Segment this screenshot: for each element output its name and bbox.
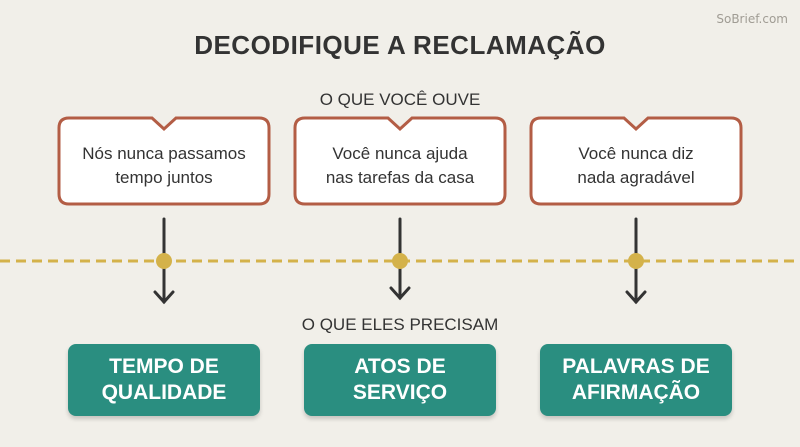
complaint-text-2: Você nunca ajuda nas tarefas da casa <box>325 144 475 187</box>
page-title: DECODIFIQUE A RECLAMAÇÃO <box>194 30 606 60</box>
need-box-2: ATOS DE SERVIÇO <box>304 344 496 416</box>
speech-bubble-2 <box>293 116 507 206</box>
divider-dot-3 <box>628 253 644 269</box>
complaint-text-1: Nós nunca passamos tempo juntos <box>82 144 246 187</box>
speech-bubble-1 <box>57 116 271 206</box>
speech-bubble-3 <box>529 116 743 206</box>
divider-dot-2 <box>392 253 408 269</box>
need-box-1: TEMPO DE QUALIDADE <box>68 344 260 416</box>
label-what-you-hear: O QUE VOCÊ OUVE <box>319 90 481 109</box>
complaint-text-3: Você nunca diz nada agradável <box>577 144 695 187</box>
watermark: SoBrief.com <box>716 12 788 26</box>
divider-dot-1 <box>156 253 172 269</box>
need-box-3: PALAVRAS DE AFIRMAÇÃO <box>540 344 732 416</box>
label-what-they-need: O QUE ELES PRECISAM <box>301 315 499 334</box>
